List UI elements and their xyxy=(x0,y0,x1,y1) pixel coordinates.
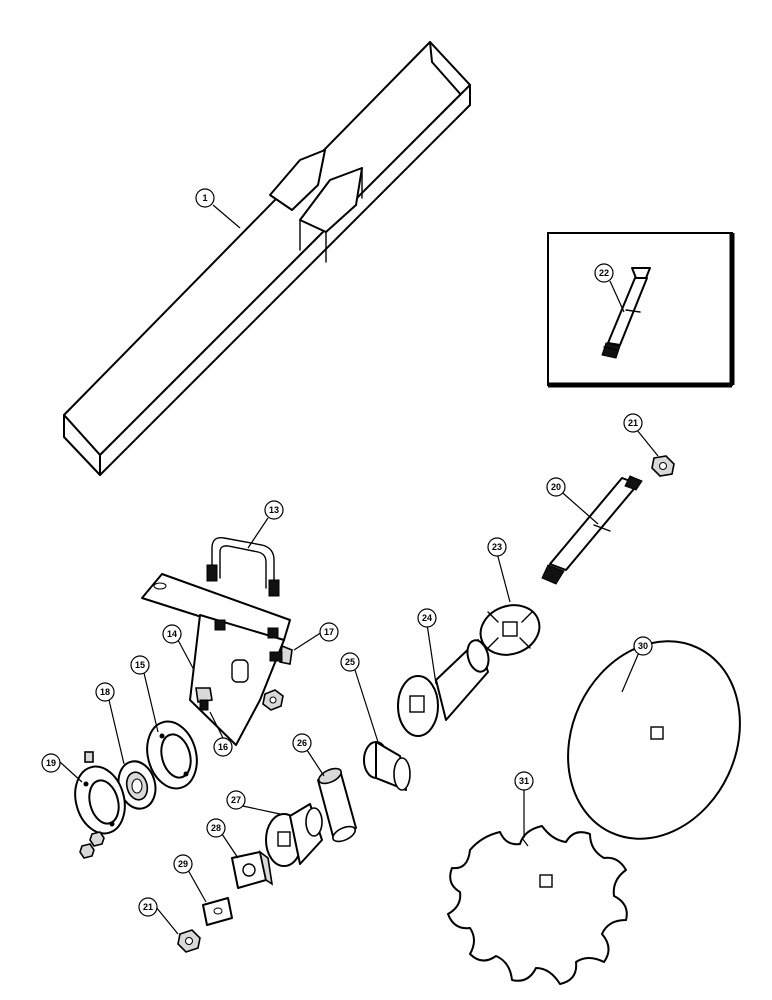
callout-16: 16 xyxy=(213,737,233,757)
svg-text:19: 19 xyxy=(46,758,56,768)
hex-nut-center xyxy=(262,689,284,711)
callout-20: 20 xyxy=(546,477,566,497)
callout-30: 30 xyxy=(633,636,653,656)
callout-1: 1 xyxy=(195,188,215,208)
part-19-hub xyxy=(74,751,126,835)
svg-text:20: 20 xyxy=(551,482,561,492)
part-24-spool xyxy=(397,639,490,737)
callout-23: 23 xyxy=(487,537,507,557)
svg-text:21: 21 xyxy=(628,418,638,428)
callout-19: 19 xyxy=(41,753,61,773)
part-27-bell-spacer xyxy=(265,803,323,867)
callout-28: 28 xyxy=(206,818,226,838)
part-22-bolt xyxy=(601,267,651,359)
part-21-nut-top xyxy=(651,455,675,477)
callout-14: 14 xyxy=(162,624,182,644)
part-28-block xyxy=(231,850,274,889)
part-29-plate xyxy=(202,897,233,926)
svg-text:24: 24 xyxy=(422,613,432,623)
part-30-plain-disc xyxy=(567,640,741,840)
part-26-spacer-tube xyxy=(317,767,357,843)
callout-24: 24 xyxy=(417,608,437,628)
svg-text:21: 21 xyxy=(143,902,153,912)
part-15-flange xyxy=(146,720,198,790)
callout-29: 29 xyxy=(173,854,193,874)
callout-25: 25 xyxy=(340,652,360,672)
svg-text:15: 15 xyxy=(135,660,145,670)
callout-27: 27 xyxy=(226,790,246,810)
svg-text:26: 26 xyxy=(297,738,307,748)
svg-text:13: 13 xyxy=(269,505,279,515)
part-1-square-beam xyxy=(63,41,471,476)
part-23-spool-plate xyxy=(479,604,541,656)
small-nuts-left xyxy=(79,831,105,859)
svg-text:25: 25 xyxy=(345,657,355,667)
svg-text:27: 27 xyxy=(231,795,241,805)
part-25-bell xyxy=(363,741,411,791)
callout-17: 17 xyxy=(319,622,339,642)
callout-18: 18 xyxy=(95,682,115,702)
inset-panel xyxy=(547,232,735,388)
svg-text:14: 14 xyxy=(167,629,177,639)
part-13-u-bolt xyxy=(206,537,280,597)
svg-text:1: 1 xyxy=(202,193,207,203)
svg-text:16: 16 xyxy=(218,742,228,752)
part-31-notched-disc xyxy=(447,825,628,985)
callout-26: 26 xyxy=(292,733,312,753)
svg-text:29: 29 xyxy=(178,859,188,869)
svg-text:31: 31 xyxy=(519,776,529,786)
part-20-axle xyxy=(541,475,643,585)
part-16-bolt xyxy=(195,687,213,711)
callout-21-top: 21 xyxy=(623,413,643,433)
svg-text:18: 18 xyxy=(100,687,110,697)
svg-text:30: 30 xyxy=(638,641,648,651)
svg-text:22: 22 xyxy=(599,268,609,278)
callout-31: 31 xyxy=(514,771,534,791)
svg-text:28: 28 xyxy=(211,823,221,833)
leader-lines xyxy=(59,204,659,935)
part-14-bracket xyxy=(141,573,291,746)
callout-22: 22 xyxy=(594,263,614,283)
callout-21-bottom: 21 xyxy=(138,897,158,917)
part-17-bolt xyxy=(269,644,293,665)
svg-text:17: 17 xyxy=(324,627,334,637)
part-21-nut-bottom xyxy=(177,929,201,953)
svg-text:23: 23 xyxy=(492,542,502,552)
callout-13: 13 xyxy=(264,500,284,520)
callout-15: 15 xyxy=(130,655,150,675)
